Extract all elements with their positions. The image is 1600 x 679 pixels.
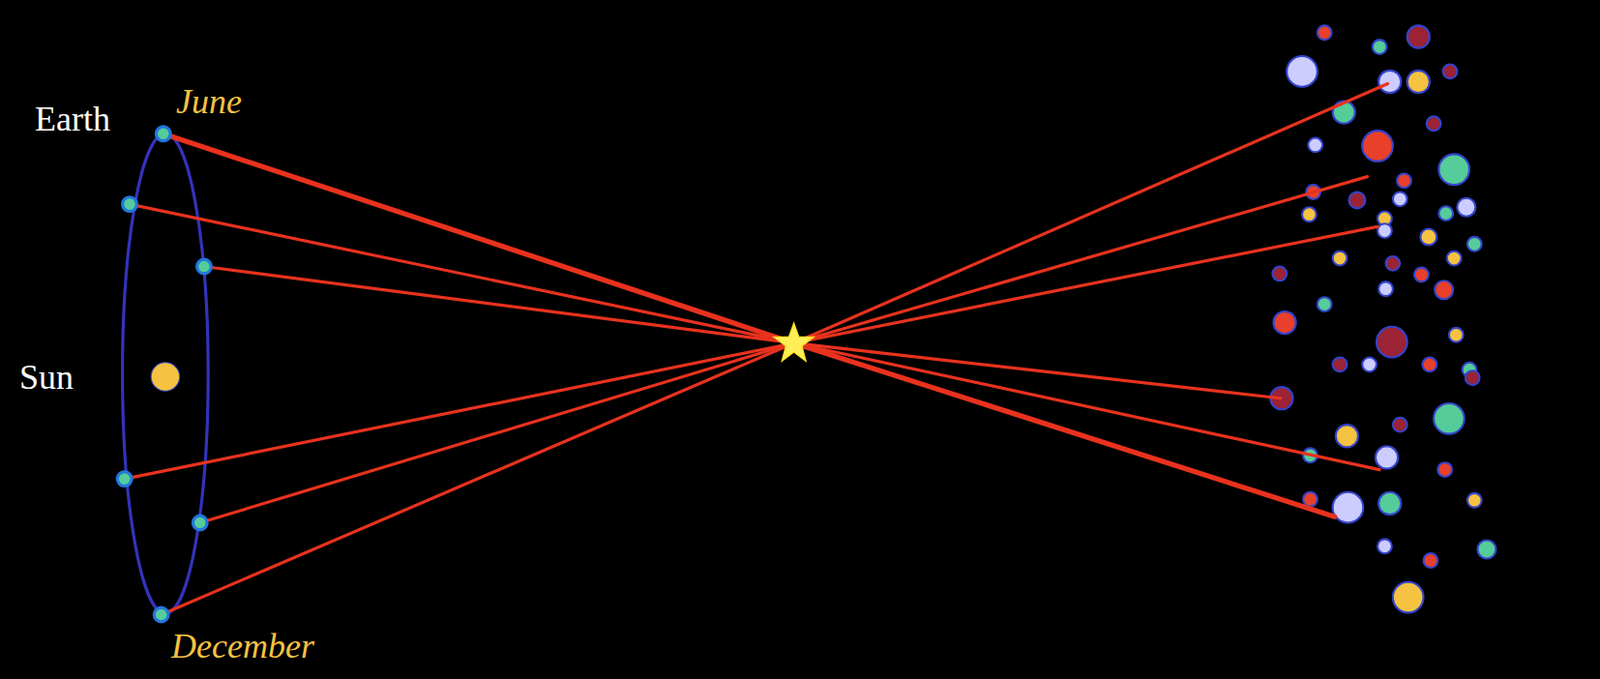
earth-label: Earth: [34, 100, 111, 140]
background-stars: [1270, 25, 1496, 613]
sight-lines: [124, 84, 1389, 616]
sun-label: Sun: [19, 358, 74, 398]
month-label: June: [176, 83, 242, 122]
month-label: December: [171, 627, 315, 667]
earth-positions: [117, 126, 211, 623]
nearby-star: [773, 323, 815, 362]
sun-dot: [150, 362, 180, 392]
earth-orbit: [122, 133, 209, 614]
